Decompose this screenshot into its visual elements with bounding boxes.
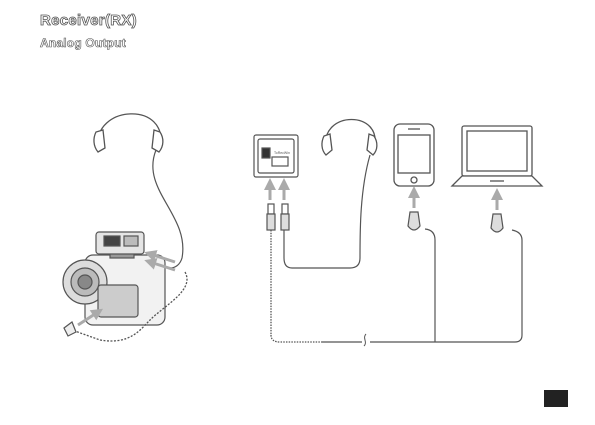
phone-icon xyxy=(394,124,434,186)
receiver-icon xyxy=(254,135,298,177)
main-cable xyxy=(322,230,522,342)
receiver-brand-label: ToRecWin xyxy=(274,151,290,155)
camera-icon xyxy=(63,246,165,325)
coil-bottom xyxy=(271,335,322,342)
headphone-cable-left xyxy=(153,150,183,268)
cable-break xyxy=(364,334,366,346)
headphones-icon-left xyxy=(94,114,163,152)
page-tab xyxy=(544,390,568,407)
plug-laptop xyxy=(491,214,503,232)
phone-cable xyxy=(425,229,435,342)
plug-phone xyxy=(408,212,420,230)
plug-left xyxy=(64,322,76,336)
jack-plugs xyxy=(267,204,289,230)
laptop-icon xyxy=(452,126,542,186)
receiver-on-camera-icon xyxy=(96,232,144,254)
headphones-icon-right xyxy=(322,120,377,156)
